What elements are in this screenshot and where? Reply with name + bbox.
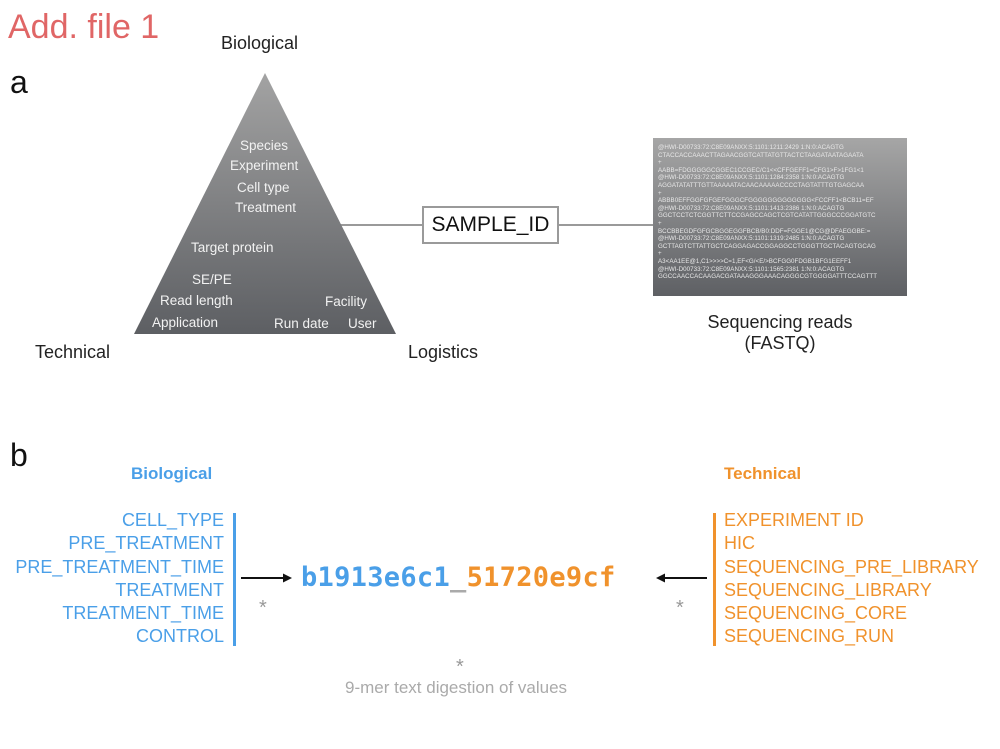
fastq-line: AGGATATATTTGTTAAAAATACAACAAAAACCCCTAGTAT… — [658, 181, 865, 189]
metadata-triangle — [134, 73, 396, 334]
biological-field: PRE_TREATMENT_TIME — [15, 556, 224, 577]
biological-field: PRE_TREATMENT — [68, 533, 224, 554]
biological-field-list: CELL_TYPE PRE_TREATMENT PRE_TREATMENT_TI… — [15, 509, 224, 649]
technical-field: SEQUENCING_RUN — [724, 626, 895, 647]
tri-item-facility: Facility — [325, 294, 368, 309]
fastq-line: CTACCACCAAACTTAGAACGGTCATTATGTTACTCTAAGA… — [658, 151, 864, 159]
biological-field: CONTROL — [135, 626, 224, 647]
hash-biological-part: b1913e6c1 — [301, 562, 450, 593]
biological-header: Biological — [131, 464, 213, 483]
biological-field: CELL_TYPE — [121, 510, 224, 530]
fastq-line: GCTTAGTCTTATTGCTCAGGAGACCGGAGGCCTGGGTTGC… — [658, 242, 876, 250]
fastq-line: AABB=FDGGGGGCGGEC1CCGEC/C1<<CFFGEFF1=CFG… — [658, 166, 864, 174]
hash-separator: _ — [450, 562, 467, 593]
biological-bracket — [233, 513, 236, 646]
tri-item-species: Species — [240, 138, 289, 153]
tri-item-cell-type: Cell type — [237, 180, 290, 195]
fastq-line: BCCBBEGDFGFGCBGGEGGFBCB/B0:DDF=FGGE1@CG@… — [658, 227, 871, 235]
fastq-line: @HWI-D00733:72:C8E09ANXX:5:1101:1211:242… — [658, 144, 844, 151]
footnote-9mer: 9-mer text digestion of values — [345, 678, 568, 697]
asterisk-icon: * — [456, 656, 464, 678]
figure-title: Add. file 1 — [8, 8, 160, 46]
vertex-label-technical: Technical — [35, 342, 111, 362]
tri-item-run-date: Run date — [274, 316, 329, 331]
asterisk-icon: * — [676, 597, 684, 619]
technical-bracket — [713, 513, 716, 646]
fastq-caption: Sequencing reads (FASTQ) — [680, 312, 880, 354]
fastq-line: A3<AA1EE@1,C1>>>>C=1,EF<G/<E/>BCFGG0FDGB… — [658, 257, 852, 265]
fastq-line: GGCCAACCACAAGACGATAAAGGGAAACAGGGCGTGGGGA… — [658, 273, 878, 281]
fastq-line: GGCTCCTCTCGGTTCTTCCGAGCCAGCTCGTCATATTGGG… — [658, 212, 876, 220]
biological-field: TREATMENT — [115, 579, 224, 600]
panel-a-letter: a — [10, 64, 28, 100]
vertex-label-logistics: Logistics — [408, 342, 479, 362]
fastq-line: + — [658, 189, 662, 197]
sample-id-box: SAMPLE_ID — [422, 206, 559, 244]
fastq-line: ABBB0EFFGGFGFGEFGGGCFGGGGGGGGGGGGG<FCCFF… — [658, 197, 874, 205]
technical-field-list: EXPERIMENT ID HIC SEQUENCING_PRE_LIBRARY… — [724, 509, 979, 649]
technical-field: SEQUENCING_LIBRARY — [724, 579, 932, 600]
tri-item-target-protein: Target protein — [191, 240, 274, 255]
technical-field: SEQUENCING_PRE_LIBRARY — [724, 556, 979, 577]
fastq-caption-line2: (FASTQ) — [744, 333, 816, 353]
fastq-caption-line1: Sequencing reads — [707, 312, 853, 332]
fastq-line: + — [658, 250, 662, 258]
technical-field: SEQUENCING_CORE — [724, 603, 908, 624]
tri-item-treatment: Treatment — [235, 200, 297, 215]
fastq-line: + — [658, 159, 662, 167]
tri-item-application: Application — [152, 315, 219, 330]
tri-item-experiment: Experiment — [230, 158, 299, 173]
tri-item-se-pe: SE/PE — [192, 272, 232, 287]
fastq-line: @HWI-D00733:72:C8E09ANXX:5:1101:1565:238… — [658, 265, 845, 273]
fastq-line: @HWI-D00733:72:C8E09ANXX:5:1101:1413:238… — [658, 204, 845, 212]
technical-field: HIC — [724, 533, 755, 554]
asterisk-icon: * — [259, 597, 267, 619]
arrow-right-icon — [241, 573, 292, 583]
sample-hash-id: b1913e6c1_51720e9cf — [301, 562, 616, 593]
fastq-line: @HWI-D00733:72:C8E09ANXX:5:1101:1319:248… — [658, 235, 845, 243]
technical-field: EXPERIMENT ID — [724, 510, 864, 530]
tri-item-user: User — [348, 316, 377, 331]
tri-item-read-length: Read length — [160, 293, 233, 308]
fastq-reads-panel: @HWI-D00733:72:C8E09ANXX:5:1101:1211:242… — [653, 138, 907, 296]
technical-header: Technical — [724, 464, 802, 483]
fastq-line: + — [658, 219, 662, 227]
fastq-line: @HWI-D00733:72:C8E09ANXX:5:1101:1284:235… — [658, 174, 845, 182]
vertex-label-biological: Biological — [221, 33, 299, 53]
arrow-left-icon — [656, 573, 707, 583]
biological-field: TREATMENT_TIME — [62, 603, 224, 624]
panel-b-letter: b — [10, 437, 28, 473]
hash-technical-part: 51720e9cf — [466, 562, 616, 593]
